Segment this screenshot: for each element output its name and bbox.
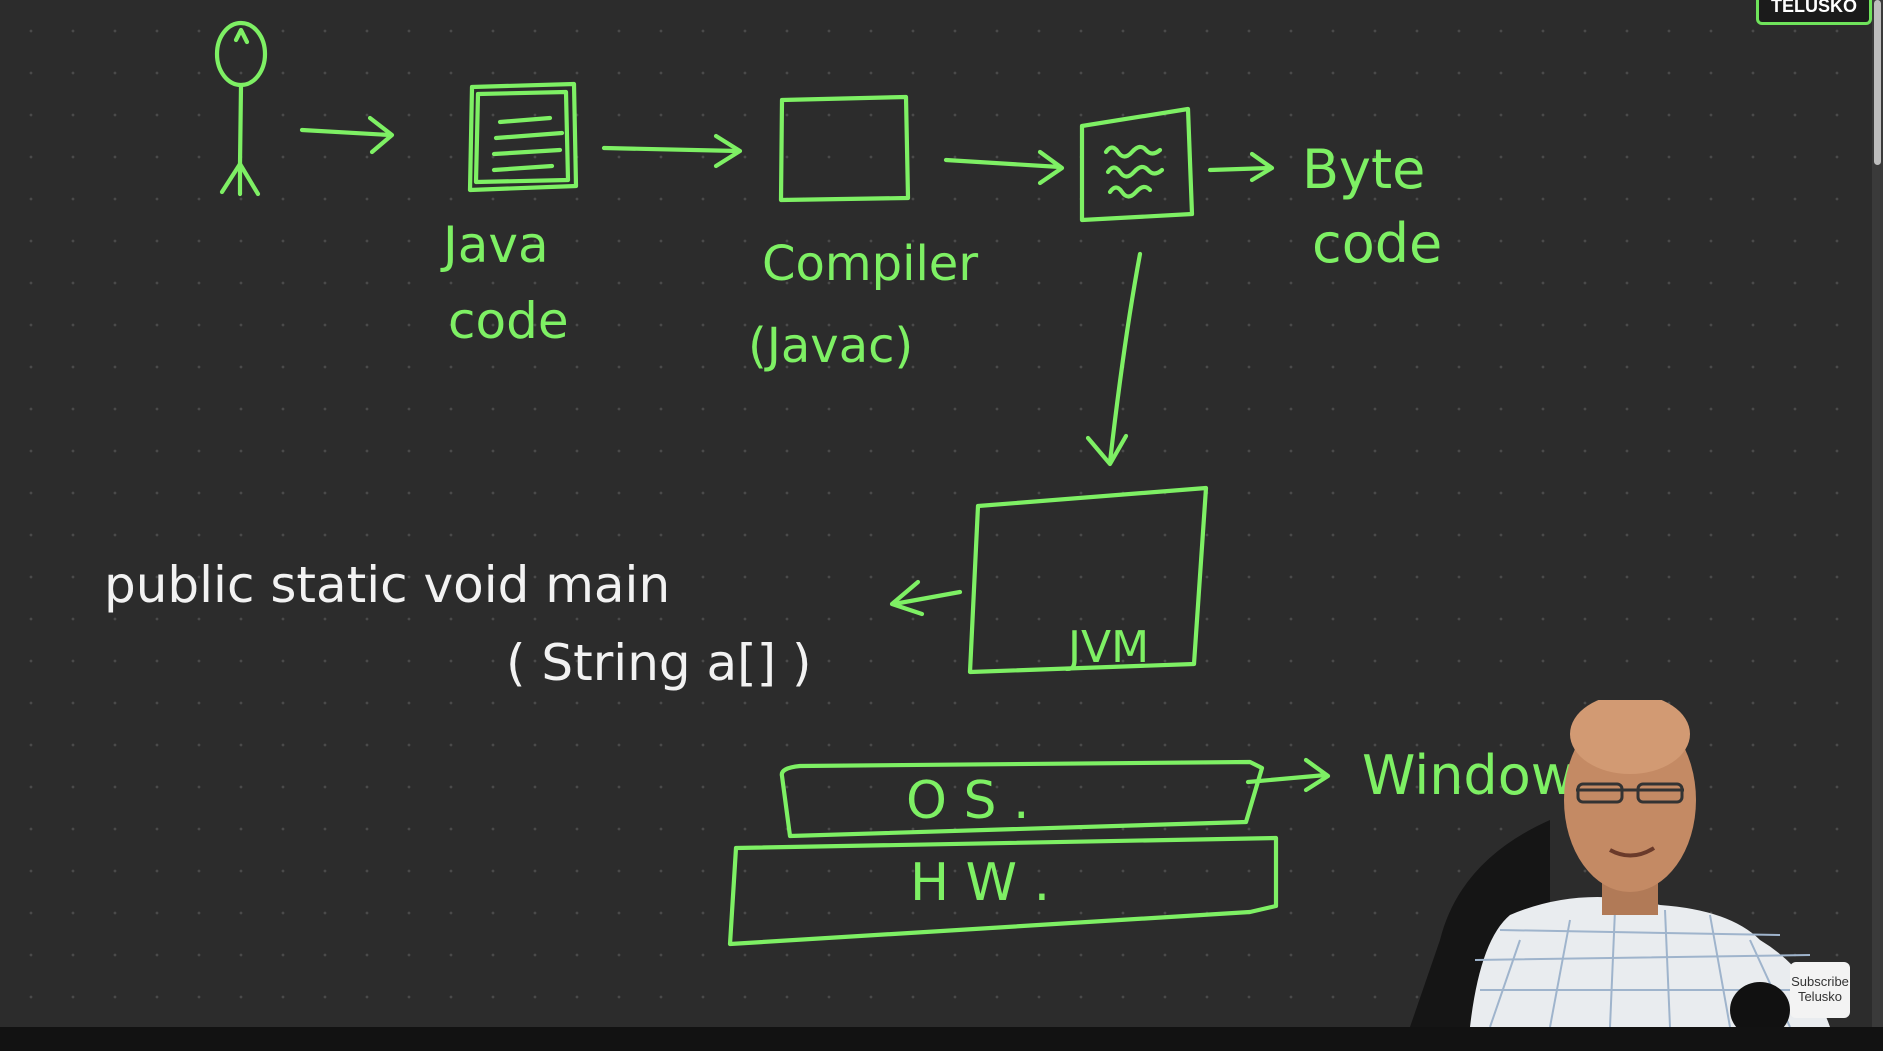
arrow-jvm-to-main bbox=[889, 579, 963, 617]
scrollbar[interactable] bbox=[1872, 0, 1883, 1027]
windows-label: Windows bbox=[1362, 744, 1603, 807]
jvm-box bbox=[967, 485, 1209, 675]
main-signature-line2: ( String a[] ) bbox=[506, 634, 812, 692]
subscribe-button[interactable]: Subscribe Telusko bbox=[1790, 962, 1850, 1018]
arrow-java-to-compiler bbox=[601, 133, 743, 169]
telusko-logo[interactable]: TELUSKO bbox=[1756, 0, 1872, 25]
java-file-icon bbox=[467, 81, 579, 193]
presenter-webcam bbox=[1410, 700, 1830, 1027]
hw-label: H W . bbox=[910, 853, 1050, 913]
bottom-bar bbox=[0, 1027, 1883, 1051]
compiler-label-line1: Compiler bbox=[762, 236, 978, 292]
jvm-label: JVM bbox=[1065, 622, 1149, 673]
arrow-to-bytecode-label bbox=[1207, 151, 1275, 183]
os-label: O S . bbox=[906, 771, 1030, 831]
bytecode-file-icon bbox=[1079, 106, 1195, 223]
developer-stick-figure bbox=[214, 20, 268, 197]
byte-code-label-line1: Byte bbox=[1302, 138, 1425, 201]
os-layer bbox=[779, 759, 1265, 839]
java-code-label-line2: code bbox=[448, 292, 569, 350]
main-signature-line1: public static void main bbox=[104, 556, 670, 614]
arrow-compiler-to-bytecode bbox=[943, 149, 1065, 186]
arrow-os-to-windows bbox=[1245, 757, 1331, 793]
arrow-bytecode-to-jvm bbox=[1085, 251, 1143, 467]
scrollbar-thumb[interactable] bbox=[1874, 0, 1881, 165]
hw-layer bbox=[727, 835, 1279, 947]
compiler-box bbox=[778, 94, 911, 203]
arrow-developer-to-java bbox=[299, 115, 395, 155]
byte-code-label-line2: code bbox=[1312, 212, 1442, 275]
channel-name: Telusko bbox=[1797, 989, 1843, 1004]
subscribe-label: Subscribe bbox=[1791, 974, 1849, 989]
java-code-label-line1: Java bbox=[440, 216, 549, 274]
compiler-label-line2: (Javac) bbox=[748, 318, 913, 374]
